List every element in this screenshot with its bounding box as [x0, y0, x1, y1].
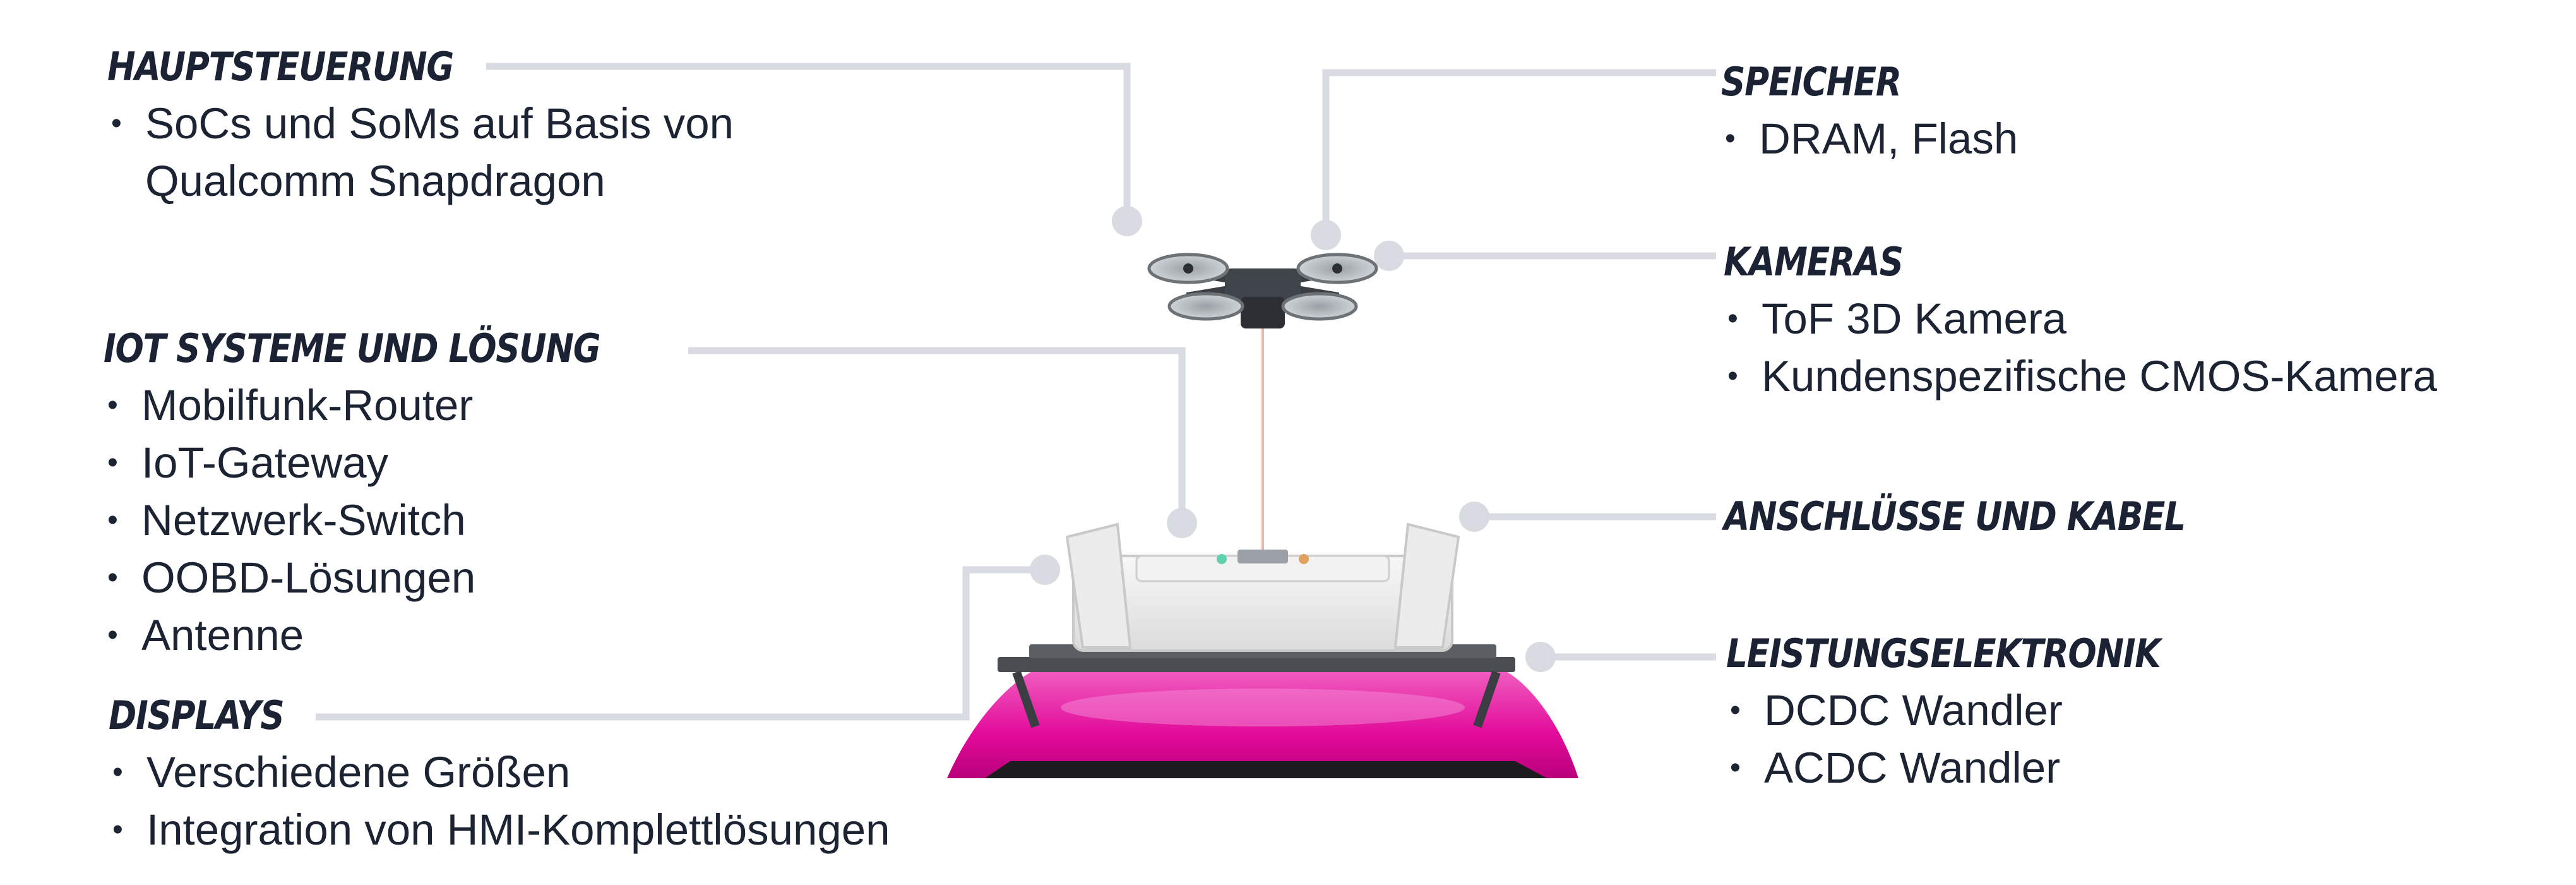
bullet-icon: • — [1730, 694, 1741, 727]
bullet-icon: • — [112, 813, 123, 846]
displays-list: •Verschiedene Größen •Integration von HM… — [109, 744, 890, 858]
bullet-icon: • — [107, 388, 118, 422]
bullet-icon: • — [1725, 122, 1736, 155]
leistung-list: •DCDC Wandler •ACDC Wandler — [1726, 682, 2231, 797]
bullet-icon: • — [107, 503, 118, 537]
component-iot: IOT SYSTEME UND LÖSUNG •Mobilfunk-Router… — [104, 323, 681, 664]
anschluesse-heading: ANSCHLÜSSE UND KABEL — [1724, 493, 2186, 539]
component-hauptsteuerung: HAUPTSTEUERUNG • SoCs und SoMs auf Basis… — [107, 42, 734, 210]
dot-displays — [1030, 555, 1060, 585]
leader-lines — [316, 63, 1716, 721]
component-kameras: KAMERAS •ToF 3D Kamera •Kundenspezifisch… — [1724, 237, 2437, 405]
bullet-icon: • — [107, 561, 118, 594]
iot-list: •Mobilfunk-Router •IoT-Gateway •Netzwerk… — [104, 376, 681, 664]
drone-dock-illustration — [1065, 522, 1460, 652]
bullet-icon: • — [107, 618, 118, 652]
leader-line-iot — [688, 347, 1186, 523]
hauptsteuerung-list: • SoCs und SoMs auf Basis von Qualcomm S… — [107, 95, 734, 210]
iot-item: •Mobilfunk-Router — [104, 376, 681, 434]
dot-hauptsteuerung — [1112, 206, 1142, 236]
component-displays: DISPLAYS •Verschiedene Größen •Integrati… — [109, 690, 890, 858]
bullet-icon: • — [1730, 751, 1741, 785]
displays-heading: DISPLAYS — [109, 692, 285, 738]
kameras-list: •ToF 3D Kamera •Kundenspezifische CMOS-K… — [1724, 290, 2437, 405]
dot-leistung — [1525, 642, 1556, 672]
speicher-item: •DRAM, Flash — [1721, 110, 2018, 167]
leistung-item: •DCDC Wandler — [1726, 682, 2231, 739]
iot-item: •Netzwerk-Switch — [104, 491, 681, 549]
kameras-heading: KAMERAS — [1724, 239, 1904, 285]
speicher-list: •DRAM, Flash — [1721, 110, 2018, 167]
leistung-heading: LEISTUNGSELEKTRONIK — [1726, 630, 2161, 677]
bullet-icon: • — [107, 446, 118, 479]
dot-speicher — [1311, 220, 1341, 250]
car-illustration — [947, 670, 1578, 778]
component-anschluesse: ANSCHLÜSSE UND KABEL — [1724, 491, 2260, 542]
leader-line-speicher — [1322, 69, 1716, 235]
dot-anschluesse — [1459, 502, 1489, 532]
bullet-icon: • — [1727, 302, 1738, 335]
hauptsteuerung-heading: HAUPTSTEUERUNG — [107, 44, 454, 90]
iot-item: •Antenne — [104, 606, 681, 664]
iot-item: •OOBD-Lösungen — [104, 549, 681, 606]
leader-line-hauptsteuerung — [486, 63, 1131, 221]
connector-dots — [1030, 206, 1556, 672]
iot-heading: IOT SYSTEME UND LÖSUNG — [104, 325, 601, 371]
speicher-heading: SPEICHER — [1721, 59, 1902, 105]
kameras-item: •Kundenspezifische CMOS-Kamera — [1724, 347, 2437, 405]
dot-iot — [1167, 508, 1197, 538]
leistung-item: •ACDC Wandler — [1726, 739, 2231, 797]
displays-item: •Verschiedene Größen — [109, 744, 890, 801]
kameras-item: •ToF 3D Kamera — [1724, 290, 2437, 347]
component-speicher: SPEICHER •DRAM, Flash — [1721, 57, 2018, 167]
displays-item: •Integration von HMI-Komplettlösungen — [109, 801, 890, 858]
bullet-icon: • — [1727, 359, 1738, 393]
bullet-icon: • — [111, 107, 122, 140]
drone-illustration — [1147, 253, 1378, 328]
bullet-icon: • — [112, 756, 123, 789]
dot-kameras — [1374, 241, 1404, 271]
iot-item: •IoT-Gateway — [104, 434, 681, 491]
hauptsteuerung-item: • SoCs und SoMs auf Basis von Qualcomm S… — [107, 95, 734, 210]
component-leistung: LEISTUNGSELEKTRONIK •DCDC Wandler •ACDC … — [1726, 629, 2231, 797]
leader-line-displays — [316, 566, 1045, 721]
